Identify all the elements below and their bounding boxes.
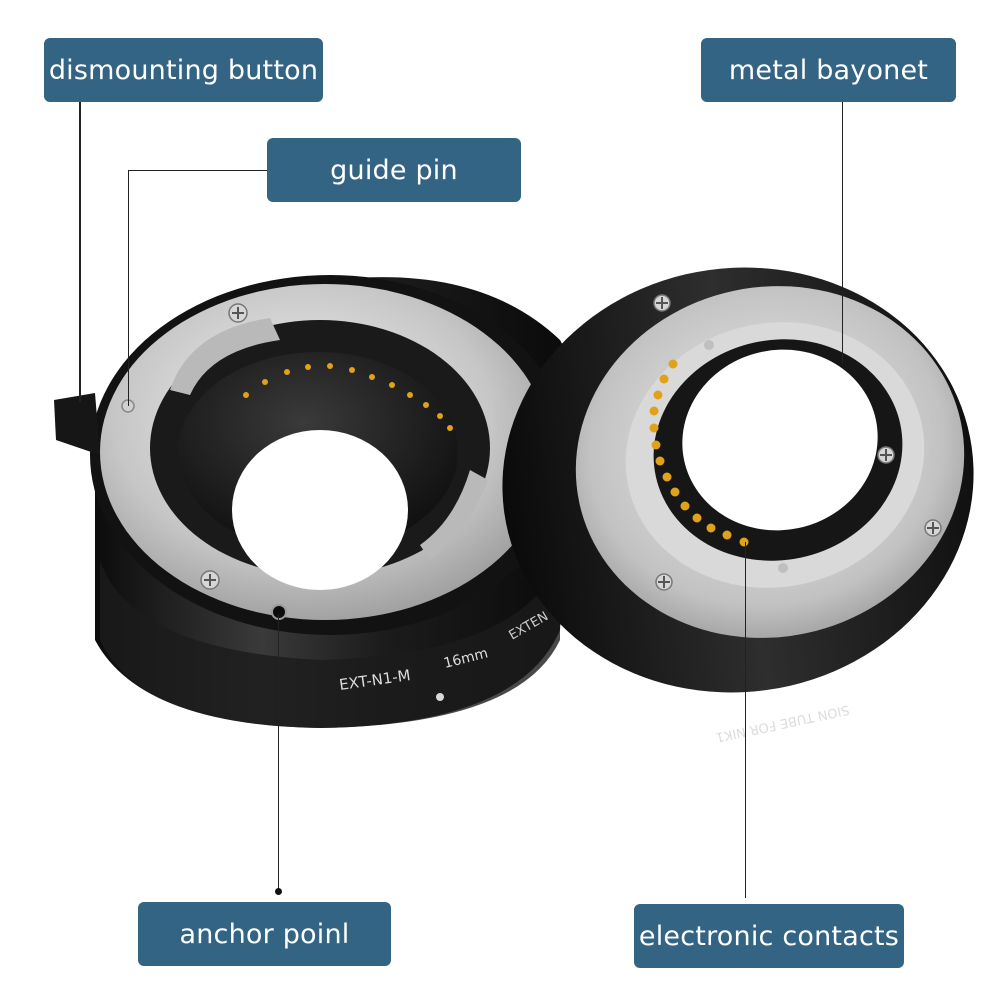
callout-metal-bayonet: metal bayonet bbox=[701, 38, 956, 102]
right-contacts bbox=[649, 359, 749, 547]
right-screws bbox=[653, 294, 942, 591]
left-contacts bbox=[243, 363, 453, 431]
leader-guide-pin-v bbox=[128, 170, 129, 406]
leader-contacts bbox=[745, 542, 746, 898]
leader-dismounting bbox=[79, 102, 81, 402]
tube-engraving: SION TUBE FOR NIK1 bbox=[714, 701, 850, 744]
callout-dismounting-button: dismounting button bbox=[44, 38, 323, 102]
callout-electronic-contacts: electronic contacts bbox=[634, 904, 904, 968]
callout-anchor-point: anchor poinl bbox=[138, 902, 391, 966]
leader-guide-pin-h bbox=[128, 170, 267, 171]
anchor-point bbox=[271, 604, 287, 620]
left-screws bbox=[200, 303, 248, 590]
right-extension-tube: SION TUBE FOR NIK1 bbox=[502, 267, 974, 744]
leader-anchor bbox=[278, 614, 279, 892]
callout-guide-pin: guide pin bbox=[267, 138, 521, 202]
dismounting-button bbox=[54, 393, 100, 455]
left-extension-tube: EXT-N1-M 16mm EXTEN bbox=[54, 275, 572, 728]
leader-bayonet bbox=[842, 102, 843, 364]
leader-anchor-dot bbox=[275, 888, 282, 895]
